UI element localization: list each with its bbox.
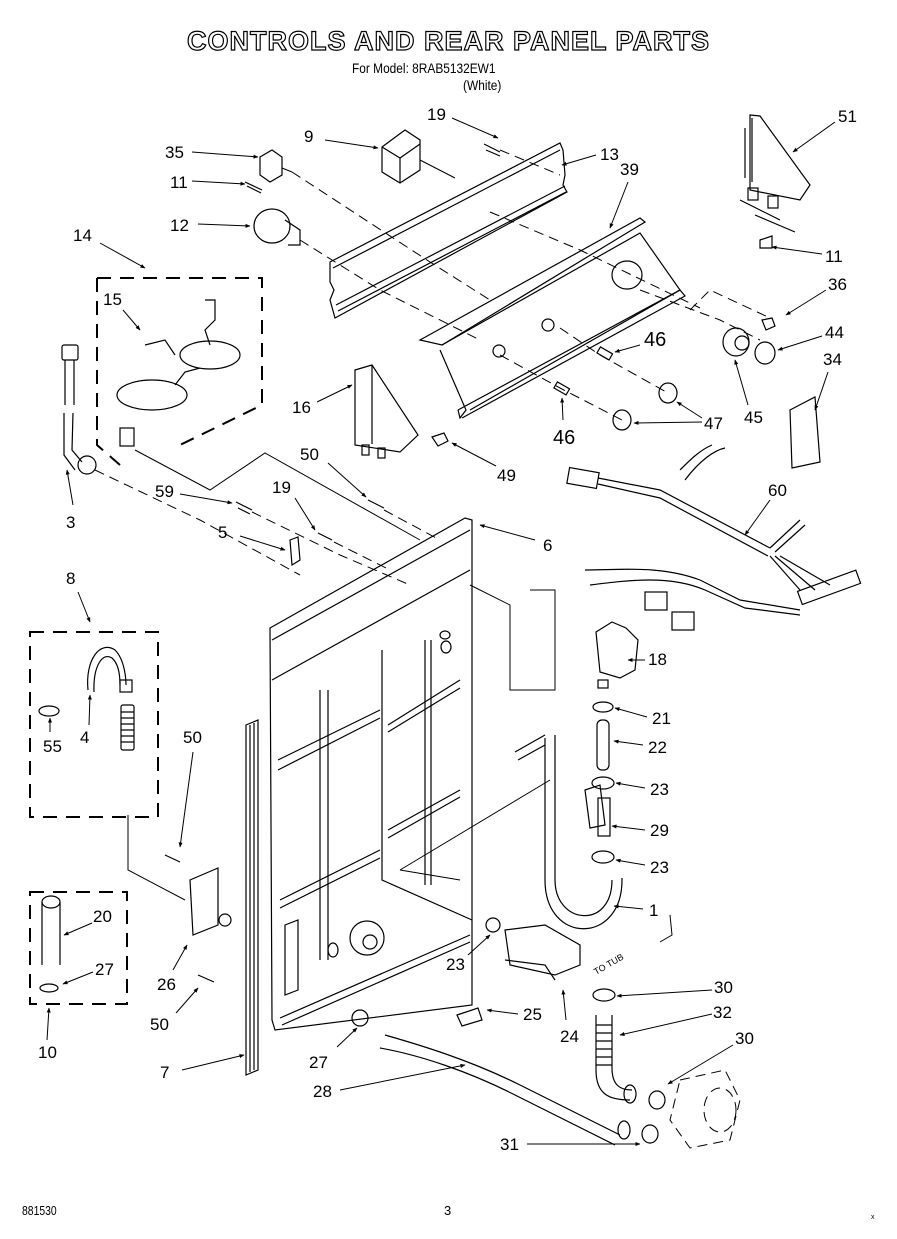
callout-34: 34	[823, 350, 842, 369]
callout-23: 23	[650, 780, 669, 799]
callout-50: 50	[183, 728, 202, 747]
bracket-part	[289, 536, 301, 567]
side-strip-part	[245, 719, 259, 1076]
callout-14: 14	[73, 226, 92, 245]
fill-hose-part	[514, 734, 623, 930]
pressure-switch-part	[253, 208, 301, 246]
clamp-part	[351, 1009, 369, 1027]
screw-part	[317, 532, 333, 541]
callout-45: 45	[744, 408, 763, 427]
callout-16: 16	[292, 398, 311, 417]
callout-21: 21	[652, 709, 671, 728]
screw-part	[759, 235, 773, 249]
drain-pump-hoses	[379, 988, 741, 1149]
siphon-break-kit	[29, 891, 128, 1005]
callout-15: 15	[103, 290, 122, 309]
callout-55: 55	[43, 737, 62, 756]
callout-8: 8	[66, 569, 75, 588]
callout-4: 4	[80, 728, 89, 747]
plate-part	[789, 396, 821, 469]
screw-part	[431, 432, 449, 447]
corner-mark: x	[871, 1214, 875, 1221]
console-bracket-part	[329, 142, 568, 319]
screw-part	[483, 143, 501, 157]
model-color: (White)	[463, 77, 502, 93]
callout-24: 24	[560, 1027, 579, 1046]
valve-assembly-part	[584, 621, 639, 864]
callout-18: 18	[648, 650, 667, 669]
hose-bracket-part	[504, 924, 581, 981]
callout-31: 31	[500, 1135, 519, 1154]
callout-44: 44	[825, 323, 844, 342]
callout-47: 47	[704, 414, 723, 433]
callout-1: 1	[649, 901, 658, 920]
callout-23: 23	[446, 955, 465, 974]
callout-11: 11	[170, 173, 188, 192]
callout-46: 46	[553, 427, 575, 449]
callout-12: 12	[170, 216, 189, 235]
callout-13: 13	[600, 145, 619, 164]
knob-parts	[553, 317, 776, 431]
callout-19: 19	[427, 105, 446, 124]
callouts: 19 9 35 13 39 51 11 12 11 36 14 15 46 44…	[38, 105, 857, 1154]
diagram-title: CONTROLS AND REAR PANEL PARTS	[186, 25, 710, 56]
callout-29: 29	[650, 821, 669, 840]
screw-part	[197, 974, 215, 983]
callout-49: 49	[497, 466, 516, 485]
callout-39: 39	[620, 160, 639, 179]
callout-32: 32	[713, 1003, 732, 1022]
callout-51: 51	[838, 107, 857, 126]
model-number: For Model: 8RAB5132EW1	[352, 60, 496, 76]
timer-part	[381, 129, 456, 184]
callout-60: 60	[768, 481, 787, 500]
callout-35: 35	[165, 143, 184, 162]
callout-6: 6	[543, 536, 552, 555]
cover-part	[354, 364, 419, 459]
screw-part	[367, 499, 385, 509]
callout-7: 7	[160, 1063, 169, 1082]
callout-26: 26	[157, 975, 176, 994]
callout-10: 10	[38, 1043, 57, 1062]
callout-22: 22	[648, 738, 667, 757]
callout-25: 25	[523, 1005, 542, 1024]
to-tub-annotation: TO TUB	[592, 952, 625, 977]
document-number: 881530	[22, 1203, 57, 1218]
callout-9: 9	[304, 127, 313, 146]
power-cord-kit	[96, 277, 263, 466]
callout-59: 59	[155, 482, 174, 501]
callout-20: 20	[93, 907, 112, 926]
callout-28: 28	[313, 1082, 332, 1101]
drain-bracket-part	[189, 867, 232, 936]
callout-50: 50	[150, 1015, 169, 1034]
callout-36: 36	[828, 275, 847, 294]
callout-3: 3	[66, 513, 75, 532]
callout-19: 19	[272, 478, 291, 497]
bracket-part	[739, 114, 811, 233]
screw-part	[244, 181, 263, 194]
callout-46: 46	[644, 329, 666, 351]
console-part	[418, 217, 686, 420]
page-number: 3	[444, 1203, 452, 1218]
callout-50: 50	[300, 445, 319, 464]
clamp-part	[485, 917, 501, 933]
wire-harness-part	[566, 444, 862, 631]
callout-5: 5	[218, 523, 227, 542]
rear-panel-part	[269, 517, 473, 1031]
screw-part	[164, 854, 181, 863]
callout-30: 30	[735, 1029, 754, 1048]
callout-11: 11	[825, 247, 843, 266]
callout-27: 27	[95, 960, 114, 979]
drain-hose-kit	[29, 631, 159, 818]
plug-part	[456, 1007, 483, 1027]
switch-part	[259, 149, 293, 183]
callout-27: 27	[309, 1053, 328, 1072]
inlet-hose-part	[61, 344, 97, 475]
callout-23: 23	[650, 858, 669, 877]
screw-part	[235, 501, 253, 515]
callout-30: 30	[714, 978, 733, 997]
